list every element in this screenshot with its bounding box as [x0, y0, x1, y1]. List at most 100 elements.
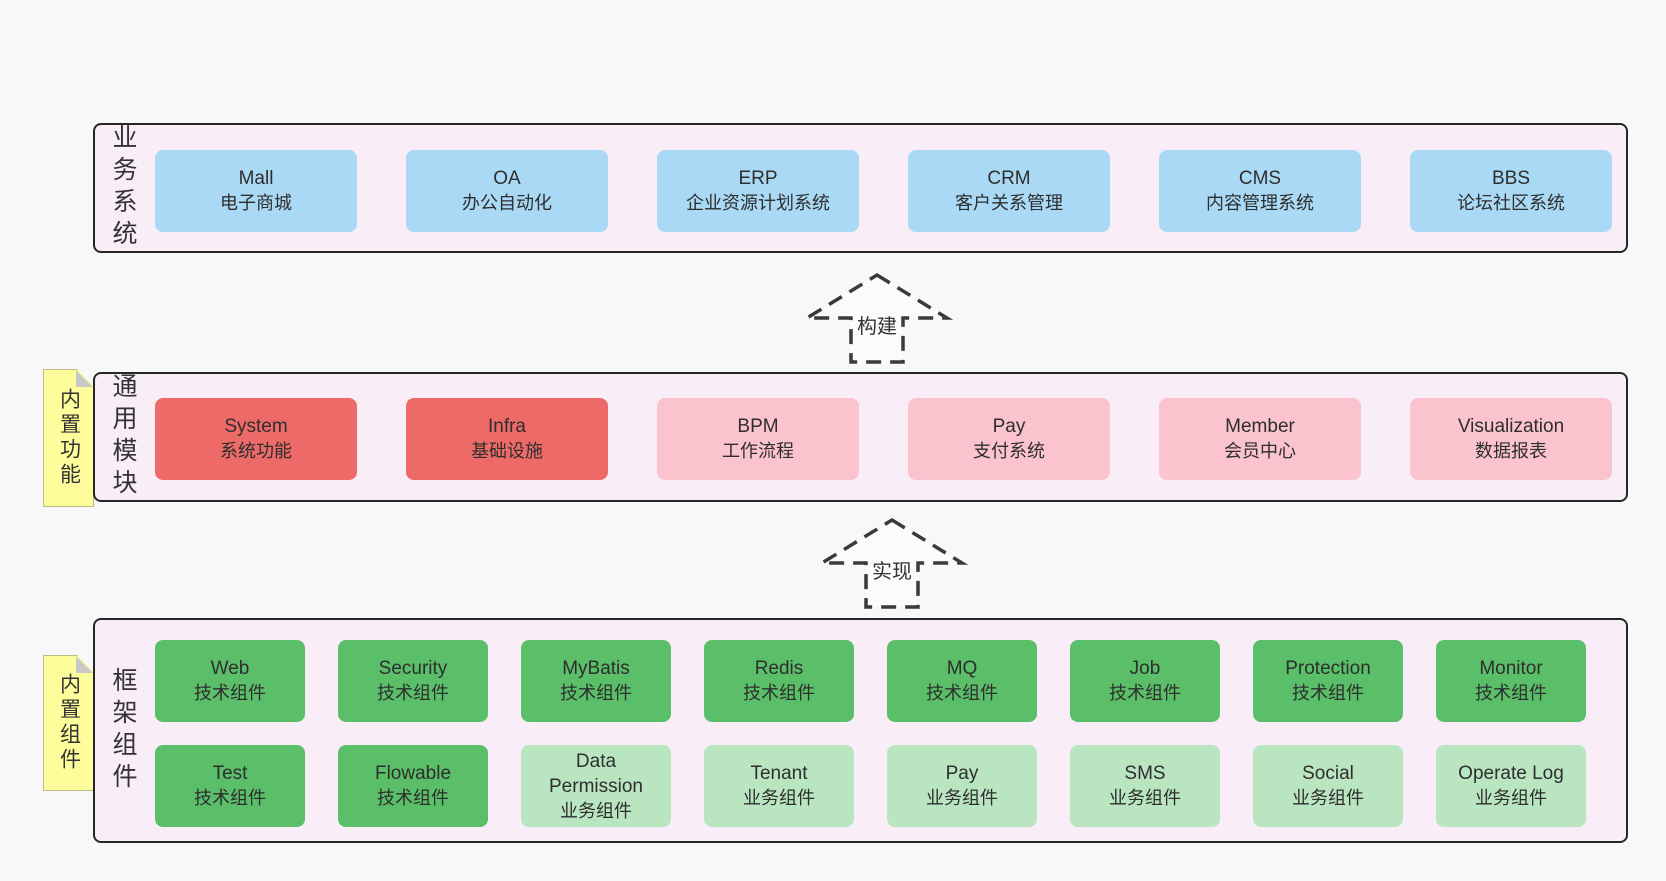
- arrow-label-build: 构建: [854, 310, 900, 339]
- box-subtitle: 支付系统: [973, 441, 1045, 461]
- box-subtitle: 业务组件: [1109, 788, 1181, 808]
- box-operate-log: Operate Log 业务组件: [1436, 745, 1586, 827]
- layer-business-systems: 业务系统 Mall 电子商城 OA 办公自动化 ERP 企业资源计划系统 CRM…: [93, 123, 1628, 253]
- layer-framework-components: 框架组件 Web 技术组件 Security 技术组件 MyBatis 技术组件…: [93, 618, 1628, 843]
- box-cms: CMS 内容管理系统: [1159, 150, 1361, 232]
- box-crm: CRM 客户关系管理: [908, 150, 1110, 232]
- box-subtitle: 数据报表: [1475, 441, 1547, 461]
- box-subtitle: 技术组件: [926, 683, 998, 703]
- box-test: Test 技术组件: [155, 745, 305, 827]
- layer-label-business-systems: 业务系统: [109, 124, 137, 252]
- up-arrow-build: 构建: [797, 271, 957, 366]
- box-flowable: Flowable 技术组件: [338, 745, 488, 827]
- box-name: MQ: [946, 658, 978, 679]
- box-subtitle: 会员中心: [1224, 441, 1296, 461]
- box-name: ERP: [738, 168, 778, 189]
- folded-corner-icon: [76, 370, 93, 387]
- box-subtitle: 工作流程: [722, 441, 794, 461]
- box-subtitle: 业务组件: [560, 800, 632, 821]
- box-erp: ERP 企业资源计划系统: [657, 150, 859, 232]
- box-bbs: BBS 论坛社区系统: [1410, 150, 1612, 232]
- layer-label-common-modules: 通用模块: [109, 373, 137, 501]
- box-web: Web 技术组件: [155, 640, 305, 722]
- box-name: Data Permission: [549, 750, 643, 797]
- sticky-note-built-in-components: 内置组件: [43, 655, 94, 791]
- box-name: Pay: [945, 763, 979, 784]
- box-subtitle: 客户关系管理: [955, 193, 1063, 213]
- box-tenant: Tenant 业务组件: [704, 745, 854, 827]
- layer-common-modules: 通用模块 System 系统功能 Infra 基础设施 BPM 工作流程 Pay…: [93, 372, 1628, 502]
- box-name: SMS: [1124, 763, 1166, 784]
- box-pay-component: Pay 业务组件: [887, 745, 1037, 827]
- sticky-note-text: 内置组件: [57, 673, 81, 773]
- box-name: Web: [210, 658, 250, 679]
- box-name: Pay: [992, 416, 1026, 437]
- box-name: Monitor: [1479, 658, 1543, 679]
- box-system: System 系统功能: [155, 398, 357, 480]
- box-monitor: Monitor 技术组件: [1436, 640, 1586, 722]
- box-subtitle: 业务组件: [743, 788, 815, 808]
- box-subtitle: 业务组件: [1292, 788, 1364, 808]
- box-member: Member 会员中心: [1159, 398, 1361, 480]
- box-subtitle: 业务组件: [926, 788, 998, 808]
- box-subtitle: 基础设施: [471, 441, 543, 461]
- box-name: Member: [1225, 416, 1295, 437]
- box-name: OA: [493, 168, 521, 189]
- box-subtitle: 技术组件: [194, 683, 266, 703]
- box-mq: MQ 技术组件: [887, 640, 1037, 722]
- box-subtitle: 技术组件: [194, 788, 266, 808]
- box-data-permission: Data Permission 业务组件: [521, 745, 671, 827]
- box-mybatis: MyBatis 技术组件: [521, 640, 671, 722]
- box-protection: Protection 技术组件: [1253, 640, 1403, 722]
- box-sms: SMS 业务组件: [1070, 745, 1220, 827]
- box-name: System: [224, 416, 288, 437]
- box-visualization: Visualization 数据报表: [1410, 398, 1612, 480]
- box-social: Social 业务组件: [1253, 745, 1403, 827]
- box-name: Redis: [754, 658, 804, 679]
- box-subtitle: 企业资源计划系统: [686, 193, 830, 213]
- box-name: Test: [212, 763, 248, 784]
- box-subtitle: 技术组件: [560, 683, 632, 703]
- box-name: Operate Log: [1458, 763, 1564, 784]
- layer-label-framework-components: 框架组件: [109, 666, 137, 795]
- box-name: CRM: [987, 168, 1031, 189]
- box-subtitle: 技术组件: [1109, 683, 1181, 703]
- box-infra: Infra 基础设施: [406, 398, 608, 480]
- box-name: Security: [378, 658, 448, 679]
- arrow-label-implement: 实现: [869, 555, 915, 584]
- box-name: BPM: [737, 416, 779, 437]
- box-oa: OA 办公自动化: [406, 150, 608, 232]
- box-job: Job 技术组件: [1070, 640, 1220, 722]
- up-arrow-implement: 实现: [812, 516, 972, 611]
- sticky-note-built-in-features: 内置功能: [43, 369, 94, 507]
- box-security: Security 技术组件: [338, 640, 488, 722]
- box-name: Mall: [238, 168, 274, 189]
- box-subtitle: 技术组件: [743, 683, 815, 703]
- folded-corner-icon: [76, 656, 93, 673]
- box-subtitle: 技术组件: [377, 788, 449, 808]
- box-subtitle: 内容管理系统: [1206, 193, 1314, 213]
- box-pay-system: Pay 支付系统: [908, 398, 1110, 480]
- box-name: Visualization: [1457, 416, 1565, 437]
- box-mall: Mall 电子商城: [155, 150, 357, 232]
- box-name: Job: [1129, 658, 1161, 679]
- box-name: Tenant: [750, 763, 808, 784]
- box-name: CMS: [1238, 168, 1282, 189]
- box-subtitle: 电子商城: [220, 193, 292, 213]
- box-subtitle: 论坛社区系统: [1457, 193, 1565, 213]
- box-name: BBS: [1491, 168, 1531, 189]
- box-redis: Redis 技术组件: [704, 640, 854, 722]
- box-name: Flowable: [374, 763, 452, 784]
- box-subtitle: 技术组件: [377, 683, 449, 703]
- box-name: Social: [1302, 763, 1354, 784]
- box-bpm: BPM 工作流程: [657, 398, 859, 480]
- box-subtitle: 办公自动化: [462, 193, 552, 213]
- box-name: MyBatis: [562, 658, 630, 679]
- sticky-note-text: 内置功能: [57, 388, 81, 488]
- box-name: Infra: [487, 416, 527, 437]
- box-subtitle: 系统功能: [220, 441, 292, 461]
- box-subtitle: 技术组件: [1292, 683, 1364, 703]
- box-name: Protection: [1285, 658, 1371, 679]
- box-subtitle: 技术组件: [1475, 683, 1547, 703]
